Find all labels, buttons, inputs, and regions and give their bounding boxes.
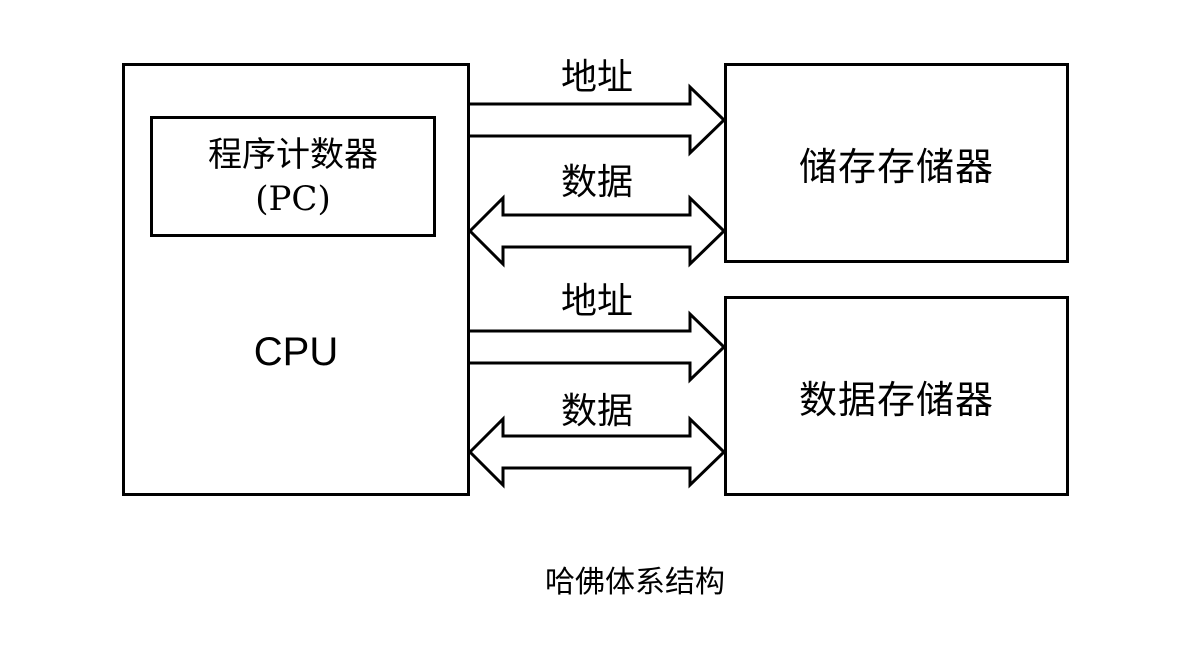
data-arrow-instruction: [467, 194, 727, 268]
data-bus-label-data: 数据: [560, 391, 633, 432]
address-bus-label-instruction: 地址: [560, 57, 633, 98]
instruction-memory-label: 储存存储器: [798, 144, 994, 189]
diagram-caption: 哈佛体系结构: [545, 565, 725, 600]
program-counter-box: 程序计数器 (PC): [150, 116, 436, 237]
cpu-label: CPU: [253, 330, 339, 374]
data-bus-label-instruction: 数据: [560, 162, 633, 203]
instruction-memory-box: 储存存储器: [724, 63, 1069, 263]
program-counter-label: 程序计数器: [208, 134, 378, 175]
address-bus-label-data: 地址: [560, 281, 633, 322]
data-memory-label: 数据存储器: [798, 377, 994, 422]
address-arrow-data: [470, 310, 727, 384]
data-memory-box: 数据存储器: [724, 296, 1069, 496]
program-counter-abbrev: (PC): [255, 178, 331, 219]
